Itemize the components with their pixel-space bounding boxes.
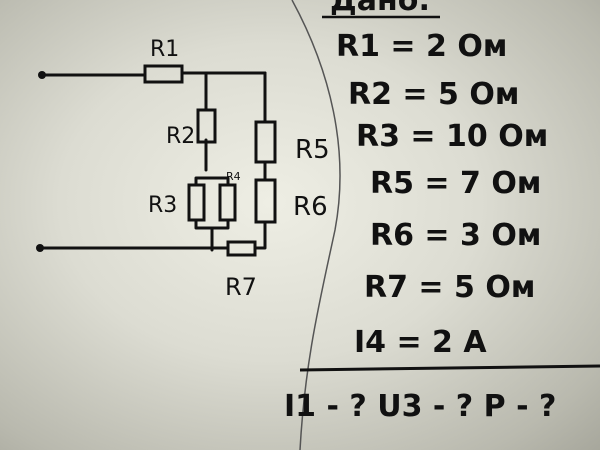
given-line-i4: I4 = 2 A — [354, 325, 487, 360]
wire-r2-r34 — [194, 138, 230, 187]
resistor-r6 — [254, 178, 277, 224]
given-line-r2: R2 = 5 Ом — [348, 77, 519, 112]
label-r2: R2 — [166, 124, 195, 149]
label-r3: R3 — [148, 193, 177, 218]
label-r4: R4 — [226, 170, 241, 183]
given-line-r1: R1 = 2 Ом — [336, 29, 507, 64]
resistor-r7 — [226, 240, 257, 257]
divider-curve — [291, 0, 341, 450]
given-line-r7: R7 = 5 Ом — [364, 270, 535, 305]
given-header: Дано: — [330, 0, 430, 18]
find-separator-line — [299, 364, 600, 372]
label-r5: R5 — [295, 135, 330, 165]
resistor-r3 — [187, 183, 206, 222]
find-line: I1 - ? U3 - ? P - ? — [284, 389, 556, 424]
label-r1: R1 — [150, 37, 179, 62]
resistor-r2 — [196, 108, 217, 144]
given-line-r3: R3 = 10 Ом — [356, 119, 548, 154]
label-r6: R6 — [293, 192, 328, 222]
given-line-r5: R5 = 7 Ом — [370, 166, 541, 201]
wire-r6-bottom — [253, 220, 267, 250]
resistor-r4 — [218, 183, 237, 222]
wire-r34-bottom — [194, 218, 230, 252]
resistor-r1 — [143, 64, 184, 84]
label-r7: R7 — [225, 273, 257, 301]
given-line-r6: R6 = 3 Ом — [370, 218, 541, 253]
resistor-r5 — [254, 120, 277, 164]
